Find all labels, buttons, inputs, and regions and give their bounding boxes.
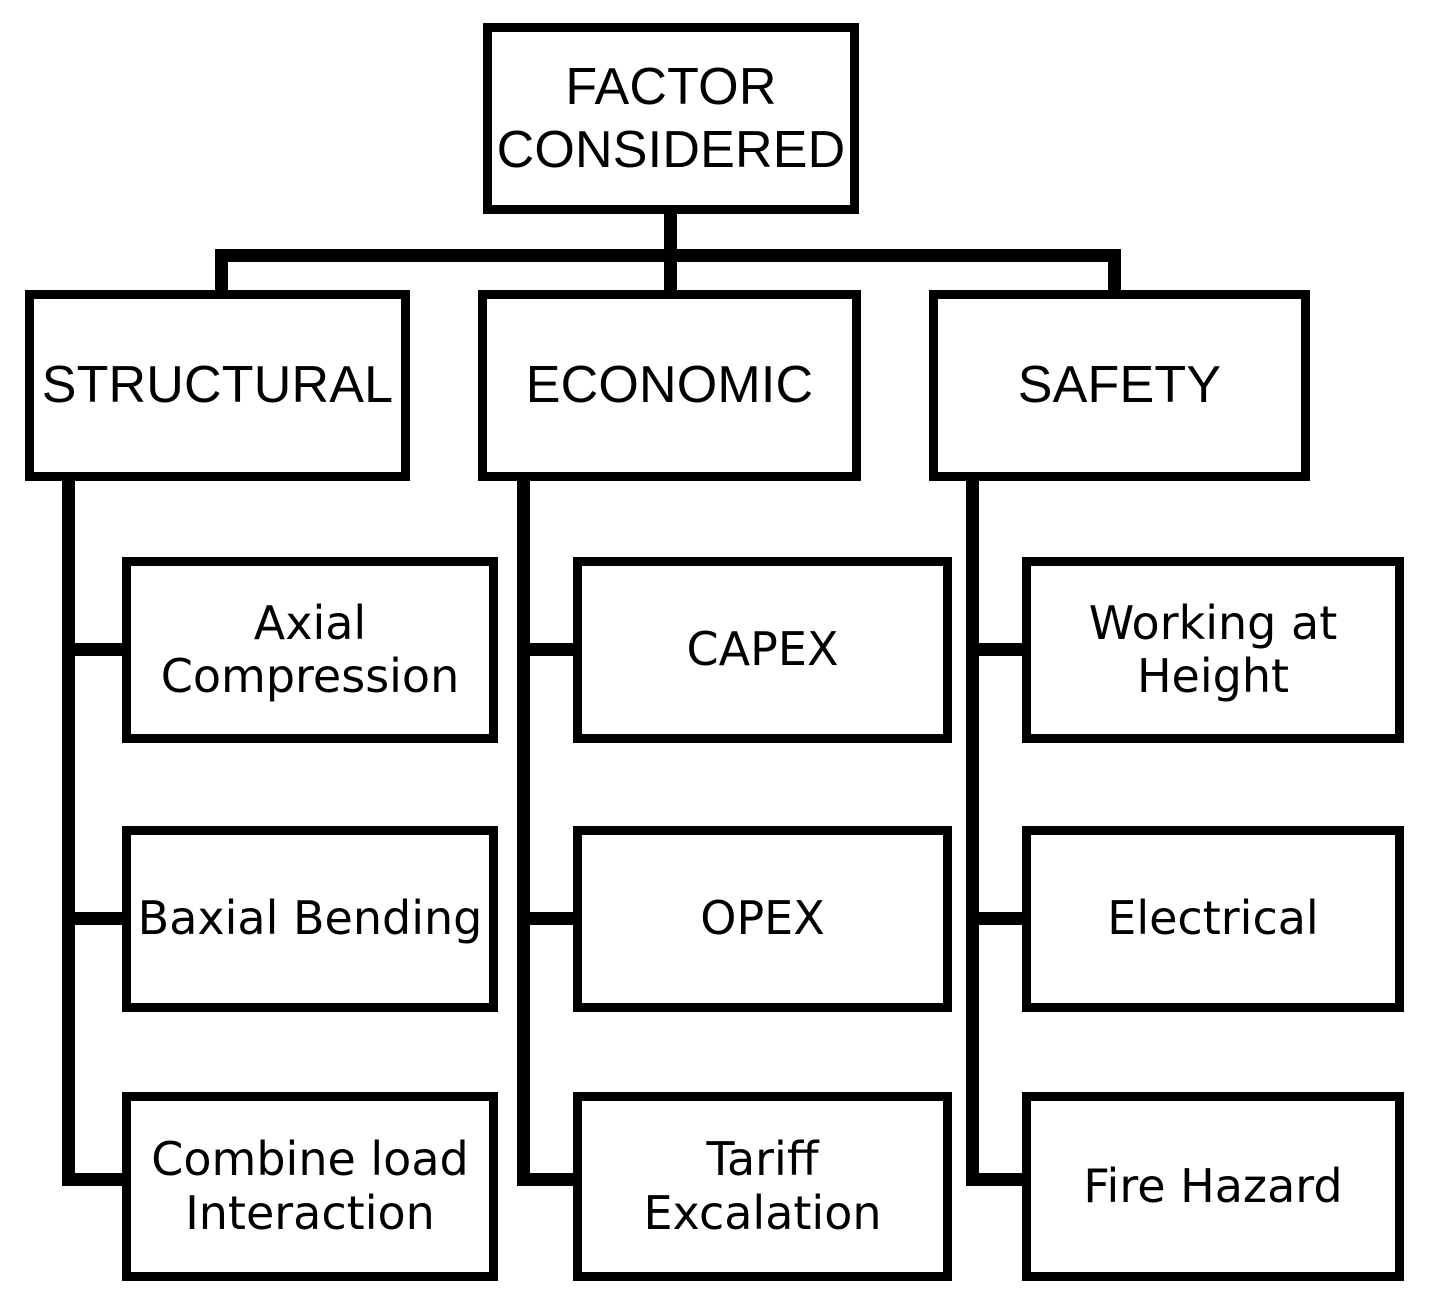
node-electrical-label: Electrical	[1107, 891, 1319, 946]
connector-bus-to-structural	[215, 249, 228, 297]
node-axial-compression[interactable]: Axial Compression	[122, 557, 498, 743]
node-structural-label: STRUCTURAL	[41, 356, 394, 415]
node-combine-load-interaction-label: Combine load Interaction	[151, 1132, 469, 1240]
node-baxial-bending[interactable]: Baxial Bending	[122, 826, 498, 1012]
node-working-at-height[interactable]: Working at Height	[1022, 557, 1404, 743]
connector-economic-to-opex	[517, 912, 581, 925]
node-economic-label: ECONOMIC	[525, 356, 814, 415]
connector-economic-to-capex	[517, 643, 581, 656]
node-electrical[interactable]: Electrical	[1022, 826, 1404, 1012]
node-fire-hazard-label: Fire Hazard	[1083, 1158, 1343, 1213]
connector-structural-to-axial-compression	[62, 643, 130, 656]
node-tariff-excalation[interactable]: Tariff Excalation	[573, 1092, 952, 1281]
node-safety[interactable]: SAFETY	[929, 290, 1310, 481]
connector-bus-to-safety	[1108, 249, 1121, 297]
connector-safety-to-electrical	[966, 912, 1030, 925]
node-economic[interactable]: ECONOMIC	[478, 290, 861, 481]
node-combine-load-interaction[interactable]: Combine load Interaction	[122, 1092, 498, 1281]
connector-root-drop	[664, 206, 677, 262]
node-factor-considered-label: FACTOR CONSIDERED	[496, 58, 846, 179]
connector-structural-to-baxial-bending	[62, 912, 130, 925]
node-opex-label: OPEX	[700, 891, 825, 946]
connector-economic-trunk	[517, 474, 530, 1186]
connector-safety-to-fire-hazard	[966, 1173, 1030, 1186]
connector-structural-trunk	[62, 474, 75, 1186]
node-safety-label: SAFETY	[1017, 356, 1222, 415]
node-working-at-height-label: Working at Height	[1088, 595, 1338, 703]
node-axial-compression-label: Axial Compression	[160, 595, 460, 703]
node-baxial-bending-label: Baxial Bending	[137, 891, 483, 946]
connector-bus-to-economic	[664, 249, 677, 297]
connector-safety-trunk	[966, 474, 979, 1186]
connector-structural-to-combine-load-interaction	[62, 1173, 130, 1186]
node-opex[interactable]: OPEX	[573, 826, 952, 1012]
node-capex[interactable]: CAPEX	[573, 557, 952, 743]
node-factor-considered[interactable]: FACTOR CONSIDERED	[483, 23, 859, 214]
node-structural[interactable]: STRUCTURAL	[25, 290, 410, 481]
node-tariff-excalation-label: Tariff Excalation	[643, 1132, 882, 1240]
node-capex-label: CAPEX	[686, 622, 839, 677]
node-fire-hazard[interactable]: Fire Hazard	[1022, 1092, 1404, 1281]
connector-safety-to-working-at-height	[966, 643, 1030, 656]
connector-economic-to-tariff-excalation	[517, 1173, 581, 1186]
